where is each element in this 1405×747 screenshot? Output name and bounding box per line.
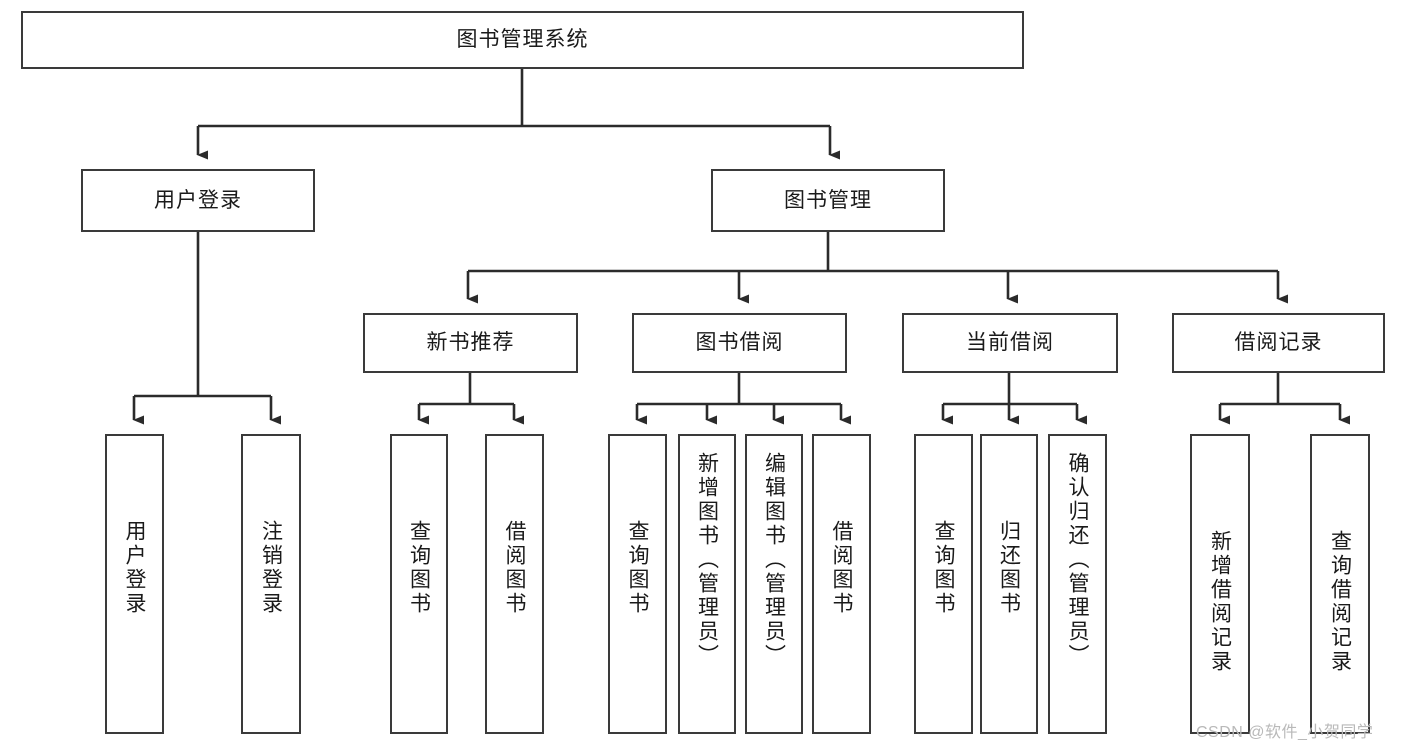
node-book-management[interactable]: 图书管理 bbox=[711, 169, 945, 232]
node-label-root: 图书管理系统 bbox=[456, 28, 589, 52]
node-label-leaf-cb-query-book: 查询图书 bbox=[932, 520, 955, 616]
node-leaf-logout[interactable]: 注销登录 bbox=[241, 434, 301, 734]
node-borrow-record[interactable]: 借阅记录 bbox=[1172, 313, 1385, 373]
node-label-borrow-record: 借阅记录 bbox=[1234, 331, 1323, 355]
node-leaf-cb-confirm-return-admin[interactable]: 确认归还（管理员） bbox=[1048, 434, 1107, 734]
node-leaf-bb-add-book-admin[interactable]: 新增图书（管理员） bbox=[678, 434, 736, 734]
csdn-watermark: CSDN @软件_小贺同学 bbox=[1196, 724, 1374, 741]
node-leaf-cb-return-book[interactable]: 归还图书 bbox=[980, 434, 1038, 734]
node-label-leaf-bb-add-book-admin: 新增图书（管理员） bbox=[695, 452, 719, 668]
node-leaf-nb-borrow-book[interactable]: 借阅图书 bbox=[485, 434, 544, 734]
node-label-leaf-cb-return-book: 归还图书 bbox=[997, 520, 1021, 616]
node-user-login[interactable]: 用户登录 bbox=[81, 169, 315, 232]
node-leaf-user-login[interactable]: 用户登录 bbox=[105, 434, 164, 734]
node-label-book-borrow: 图书借阅 bbox=[695, 331, 784, 355]
node-label-leaf-br-add-record: 新增借阅记录 bbox=[1208, 530, 1232, 674]
node-label-new-book-recommend: 新书推荐 bbox=[426, 331, 515, 355]
node-root-book-management-system[interactable]: 图书管理系统 bbox=[21, 11, 1024, 69]
node-leaf-bb-query-book[interactable]: 查询图书 bbox=[608, 434, 667, 734]
node-new-book-recommend[interactable]: 新书推荐 bbox=[363, 313, 578, 373]
node-label-leaf-bb-borrow-book: 借阅图书 bbox=[830, 520, 853, 616]
node-leaf-bb-borrow-book[interactable]: 借阅图书 bbox=[812, 434, 871, 734]
node-label-leaf-cb-confirm-return-admin: 确认归还（管理员） bbox=[1066, 452, 1089, 668]
node-label-leaf-br-query-record: 查询借阅记录 bbox=[1328, 530, 1352, 674]
node-label-current-borrow: 当前借阅 bbox=[966, 331, 1054, 355]
node-label-leaf-nb-query-book: 查询图书 bbox=[407, 520, 431, 616]
node-leaf-cb-query-book[interactable]: 查询图书 bbox=[914, 434, 973, 734]
node-current-borrow[interactable]: 当前借阅 bbox=[902, 313, 1118, 373]
node-label-leaf-logout: 注销登录 bbox=[259, 520, 283, 616]
node-label-book-management: 图书管理 bbox=[784, 188, 872, 212]
node-leaf-bb-edit-book-admin[interactable]: 编辑图书（管理员） bbox=[745, 434, 803, 734]
node-label-leaf-user-login: 用户登录 bbox=[123, 520, 146, 616]
node-label-leaf-bb-edit-book-admin: 编辑图书（管理员） bbox=[762, 452, 786, 668]
node-leaf-br-add-record[interactable]: 新增借阅记录 bbox=[1190, 434, 1250, 734]
node-label-user-login: 用户登录 bbox=[154, 188, 242, 212]
node-label-leaf-nb-borrow-book: 借阅图书 bbox=[503, 520, 526, 616]
node-label-leaf-bb-query-book: 查询图书 bbox=[626, 520, 649, 616]
node-leaf-br-query-record[interactable]: 查询借阅记录 bbox=[1310, 434, 1370, 734]
node-leaf-nb-query-book[interactable]: 查询图书 bbox=[390, 434, 448, 734]
node-book-borrow[interactable]: 图书借阅 bbox=[632, 313, 847, 373]
